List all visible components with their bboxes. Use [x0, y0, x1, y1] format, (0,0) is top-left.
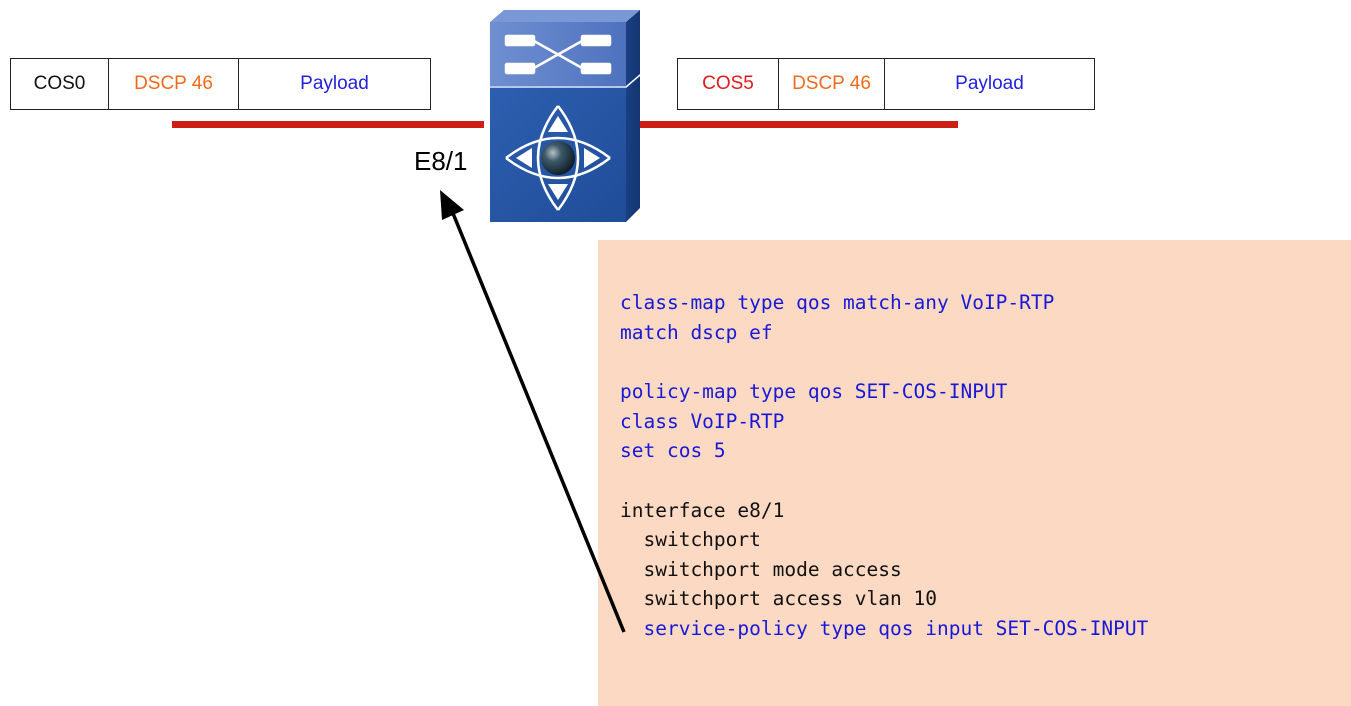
port-label: E8/1 — [414, 146, 468, 176]
egress-payload-field: Payload — [884, 59, 1094, 109]
config-line: policy-map type qos SET-COS-INPUT — [620, 380, 1008, 403]
ingress-dscp-field: DSCP 46 — [108, 59, 238, 109]
config-panel: class-map type qos match-any VoIP-RTP ma… — [598, 240, 1351, 706]
config-line: match dscp ef — [620, 320, 773, 344]
config-line: switchport access vlan 10 — [620, 587, 937, 610]
ingress-cos-field: COS0 — [33, 73, 86, 94]
config-line: class VoIP-RTP — [620, 409, 785, 433]
config-line: set cos 5 — [620, 439, 726, 462]
ingress-link — [172, 121, 484, 128]
config-line: switchport — [620, 528, 761, 551]
ingress-payload-field: Payload — [238, 59, 430, 109]
egress-frame: COS5 DSCP 46 Payload — [677, 58, 1095, 110]
switch-icon — [490, 10, 640, 222]
config-line: class-map type qos match-any VoIP-RTP — [620, 291, 1055, 314]
egress-dscp-field: DSCP 46 — [778, 59, 884, 109]
egress-cos-field: COS5 — [702, 73, 754, 94]
config-line: service-policy type qos input SET-COS-IN… — [620, 616, 1149, 640]
ingress-frame: COS0 DSCP 46 Payload — [10, 58, 431, 110]
config-line: switchport mode access — [620, 557, 902, 581]
egress-link — [640, 121, 958, 128]
config-line: interface e8/1 — [620, 498, 785, 522]
